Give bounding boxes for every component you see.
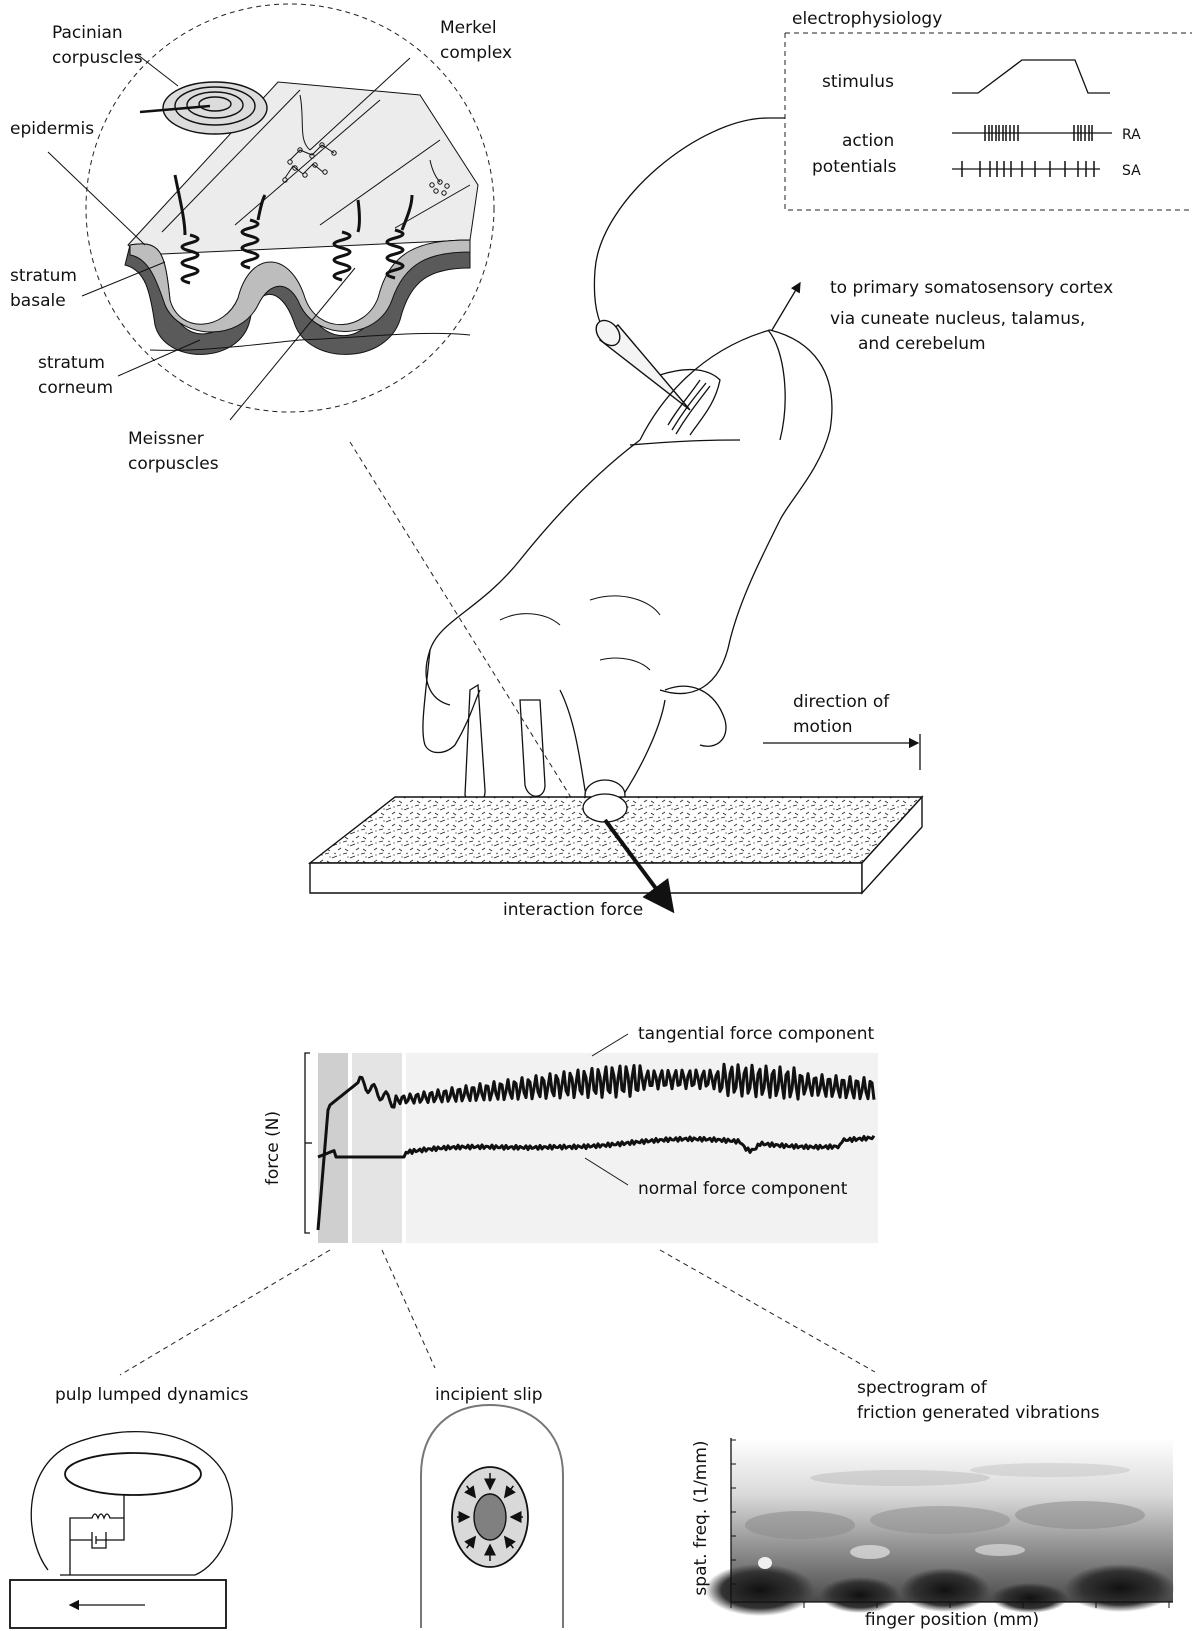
force-ylabel: force (N) (263, 1111, 283, 1185)
label-sa: SA (1122, 163, 1141, 179)
label-pacinian-1: Pacinian (52, 23, 123, 43)
label-meissner-2: corpuscles (128, 454, 219, 474)
label-electrophysiology: electrophysiology (792, 9, 942, 29)
zoom-line (350, 442, 585, 820)
label-motion-1: direction of (793, 692, 890, 712)
label-merkel-1: Merkel (440, 18, 497, 38)
label-cortex-2: via cuneate nucleus, talamus, (830, 309, 1085, 329)
label-pulp: pulp lumped dynamics (55, 1385, 249, 1405)
label-cortex-3: and cerebelum (858, 334, 986, 354)
label-action-2: potentials (812, 157, 897, 177)
label-tangential: tangential force component (638, 1024, 875, 1044)
pacinian-corpuscle (140, 82, 267, 134)
spec-ylabel: spat. freq. (1/mm) (691, 1440, 711, 1595)
label-interaction-force: interaction force (503, 900, 643, 920)
cortex-arrow (772, 283, 800, 330)
label-spectrogram-1: spectrogram of (857, 1378, 988, 1398)
label-meissner-1: Meissner (128, 429, 204, 449)
pulp-panel: pulp lumped dynamics (10, 1385, 249, 1628)
hand-illustration (423, 330, 832, 810)
label-stratum-basale-2: basale (10, 291, 66, 311)
label-action-1: action (842, 131, 894, 151)
label-epidermis: epidermis (10, 119, 94, 139)
stimulus-trace (952, 60, 1110, 93)
label-cortex-1: to primary somatosensory cortex (830, 278, 1113, 298)
label-stratum-basale-1: stratum (10, 266, 77, 286)
label-pacinian-2: corpuscles (52, 48, 143, 68)
spec-xlabel: finger position (mm) (865, 1610, 1039, 1630)
electrophysiology-panel: electrophysiology stimulus action potent… (785, 9, 1192, 210)
recording-wire (594, 118, 785, 345)
label-stratum-corneum-2: corneum (38, 378, 113, 398)
phase-band-1 (318, 1053, 348, 1243)
label-normal: normal force component (638, 1179, 848, 1199)
label-motion-2: motion (793, 717, 853, 737)
force-plot: force (N) tangential force component nor… (263, 1024, 878, 1243)
label-stratum-corneum-1: stratum (38, 353, 105, 373)
label-merkel-2: complex (440, 43, 512, 63)
spectrogram-panel: spectrogram of friction generated vibrat… (691, 1378, 1175, 1630)
label-ra: RA (1122, 127, 1141, 143)
label-spectrogram-2: friction generated vibrations (857, 1403, 1100, 1423)
label-stimulus: stimulus (822, 72, 894, 92)
label-slip: incipient slip (435, 1385, 542, 1405)
slip-panel: incipient slip (421, 1385, 563, 1628)
